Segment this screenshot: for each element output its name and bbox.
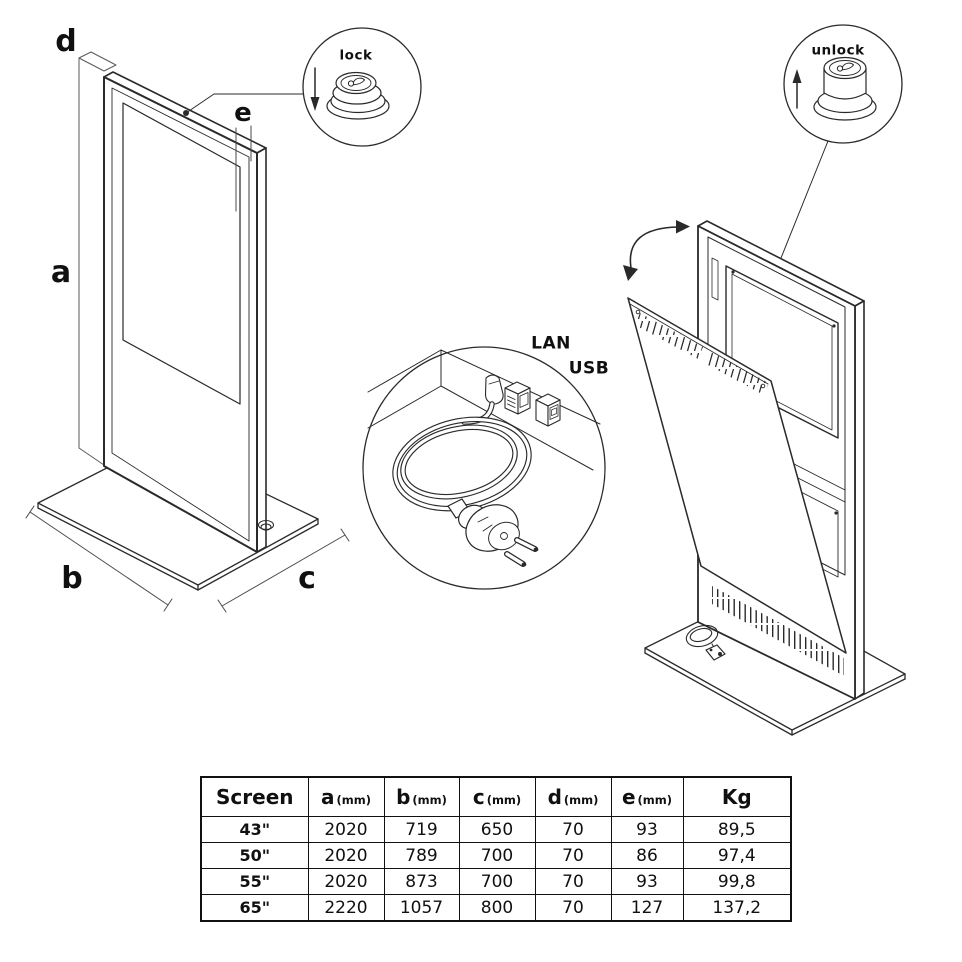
cell-screen: 55": [200, 868, 309, 895]
header-a: a(mm): [307, 776, 385, 817]
table-row: 55" 2020 873 700 70 93 99,8: [200, 868, 792, 895]
unlock-knob-raised: [813, 56, 877, 121]
cell-b: 789: [383, 842, 460, 869]
table-header-row: Screen a(mm) b(mm) c(mm) d(mm) e(mm) Kg: [200, 776, 792, 817]
cell-d: 70: [534, 868, 612, 895]
base-cable-loop: [257, 519, 275, 531]
door-vent-hatch-left: [635, 313, 703, 359]
kiosk-back-edges: [78, 51, 117, 466]
cell-e: 93: [610, 868, 684, 895]
cell-c: 800: [458, 894, 536, 922]
door-vent-hatch-right: [706, 352, 769, 395]
dimensions-table: Screen a(mm) b(mm) c(mm) d(mm) e(mm) Kg …: [200, 776, 792, 922]
dim-label-c: c: [298, 561, 316, 596]
cell-kg: 89,5: [682, 816, 792, 843]
right-kiosk-drawing: [623, 220, 906, 736]
cell-b: 1057: [383, 894, 460, 922]
unlock-detail-circle: [774, 24, 903, 270]
cell-screen: 50": [200, 842, 309, 869]
power-inlet-plug: [484, 374, 504, 405]
kiosk-screen: [122, 102, 241, 405]
cell-kg: 137,2: [682, 894, 792, 922]
usb-port: [535, 393, 561, 427]
header-c: c(mm): [458, 776, 536, 817]
dim-label-d: d: [55, 24, 77, 59]
cell-c: 700: [458, 868, 536, 895]
header-b: b(mm): [383, 776, 460, 817]
lan-port: [504, 381, 531, 415]
unlock-label: unlock: [811, 42, 865, 59]
lock-knob-pressed: [326, 71, 390, 120]
connection-detail-circle: [362, 346, 606, 590]
rear-door-open: [627, 297, 847, 654]
lock-detail-circle: [302, 27, 422, 147]
key-icon: [836, 62, 854, 72]
header-d: d(mm): [534, 776, 612, 817]
left-kiosk-drawing: [25, 51, 350, 613]
cell-d: 70: [534, 894, 612, 922]
header-e: e(mm): [610, 776, 684, 817]
cell-b: 719: [383, 816, 460, 843]
cell-kg: 97,4: [682, 842, 792, 869]
cell-d: 70: [534, 842, 612, 869]
cell-c: 700: [458, 842, 536, 869]
cell-screen: 65": [200, 894, 309, 922]
door-swing-arrow: [623, 220, 690, 281]
cell-b: 873: [383, 868, 460, 895]
cell-e: 93: [610, 816, 684, 843]
cell-c: 650: [458, 816, 536, 843]
table-row: 43" 2020 719 650 70 93 89,5: [200, 816, 792, 843]
lan-label: LAN: [531, 333, 571, 354]
arrow-down-icon: [310, 67, 320, 111]
usb-label: USB: [568, 358, 610, 379]
key-icon: [347, 77, 365, 87]
cell-a: 2020: [307, 816, 385, 843]
dim-label-e: e: [234, 98, 252, 128]
cell-e: 127: [610, 894, 684, 922]
table-row: 50" 2020 789 700 70 86 97,4: [200, 842, 792, 869]
unlock-leader: [774, 140, 829, 270]
cell-a: 2020: [307, 868, 385, 895]
cell-e: 86: [610, 842, 684, 869]
dimension-lines: [25, 125, 350, 613]
arrow-up-icon: [792, 69, 802, 109]
cell-d: 70: [534, 816, 612, 843]
cell-a: 2220: [307, 894, 385, 922]
header-screen: Screen: [200, 776, 309, 817]
rear-power-cord: [685, 624, 726, 661]
dim-label-a: a: [50, 255, 72, 290]
table-row: 65" 2220 1057 800 70 127 137,2: [200, 894, 792, 922]
header-kg: Kg: [682, 776, 792, 817]
dim-label-b: b: [61, 561, 83, 596]
schuko-plug: [447, 498, 539, 567]
lock-label: lock: [339, 47, 373, 64]
kiosk-body: [103, 71, 267, 553]
cell-kg: 99,8: [682, 868, 792, 895]
rear-vent-slots: [712, 586, 844, 676]
cell-a: 2020: [307, 842, 385, 869]
lock-leader: [183, 93, 304, 116]
cell-screen: 43": [200, 816, 309, 843]
